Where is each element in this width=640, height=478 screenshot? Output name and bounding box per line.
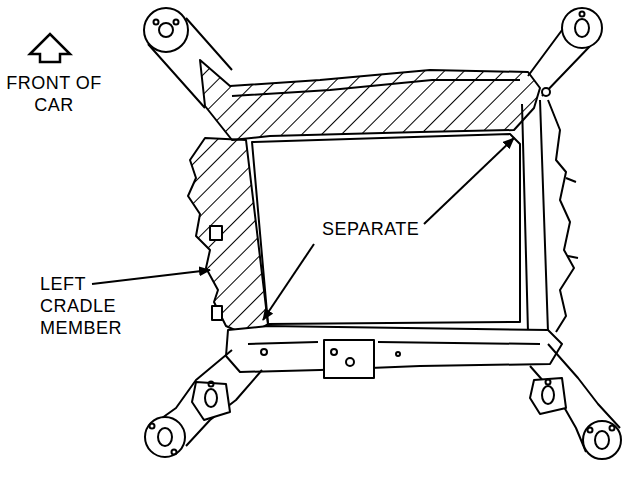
bolt-hole <box>595 431 609 449</box>
bolt-hole <box>159 23 173 37</box>
bolt-hole <box>172 450 177 455</box>
bolt-hole <box>546 380 551 385</box>
rear-crossmember <box>226 326 562 372</box>
bolt-hole <box>588 428 593 433</box>
member-tab <box>566 178 578 258</box>
bolt-hole <box>610 426 615 431</box>
front-crossmember <box>200 60 540 140</box>
rear-left-inner-mount <box>192 382 230 420</box>
leader-lines <box>92 138 514 320</box>
part-label: LEFT CRADLE MEMBER <box>40 273 122 339</box>
bolt-hole <box>205 389 217 407</box>
bolt-hole <box>542 386 554 404</box>
callout-label: SEPARATE <box>322 218 432 240</box>
bolt-hole <box>261 349 267 355</box>
cradle-frame <box>144 8 621 459</box>
bolt-hole <box>580 12 585 17</box>
bolt-hole <box>154 20 159 25</box>
front-left-mount <box>144 8 188 52</box>
left-cradle-member <box>188 138 268 336</box>
member-bracket <box>210 226 222 240</box>
rear-right-inner-mount <box>530 378 566 414</box>
leader-line <box>92 270 210 284</box>
bolt-hole <box>346 358 354 366</box>
cradle-opening <box>252 134 520 324</box>
bolt-hole <box>150 424 155 429</box>
leader-line <box>424 138 514 224</box>
crossmember-edge <box>232 80 520 96</box>
bolt-hole <box>542 88 550 96</box>
bolt-hole <box>331 349 337 355</box>
rear-left-mount <box>145 417 185 457</box>
member-bracket <box>212 306 222 320</box>
crossmember-edge <box>248 342 540 344</box>
front-right-mount <box>562 8 602 48</box>
bolt-hole <box>174 20 179 25</box>
front-arrow <box>30 34 70 62</box>
bolt-hole <box>396 352 400 356</box>
bolt-hole <box>209 382 214 387</box>
right-cradle-member <box>522 100 574 332</box>
bolt-hole <box>575 19 589 37</box>
leader-line <box>263 244 314 320</box>
center-bracket <box>324 340 374 378</box>
bolt-hole <box>158 428 172 446</box>
rear-right-mount <box>583 421 621 459</box>
direction-label: FRONT OF CAR <box>0 72 108 116</box>
